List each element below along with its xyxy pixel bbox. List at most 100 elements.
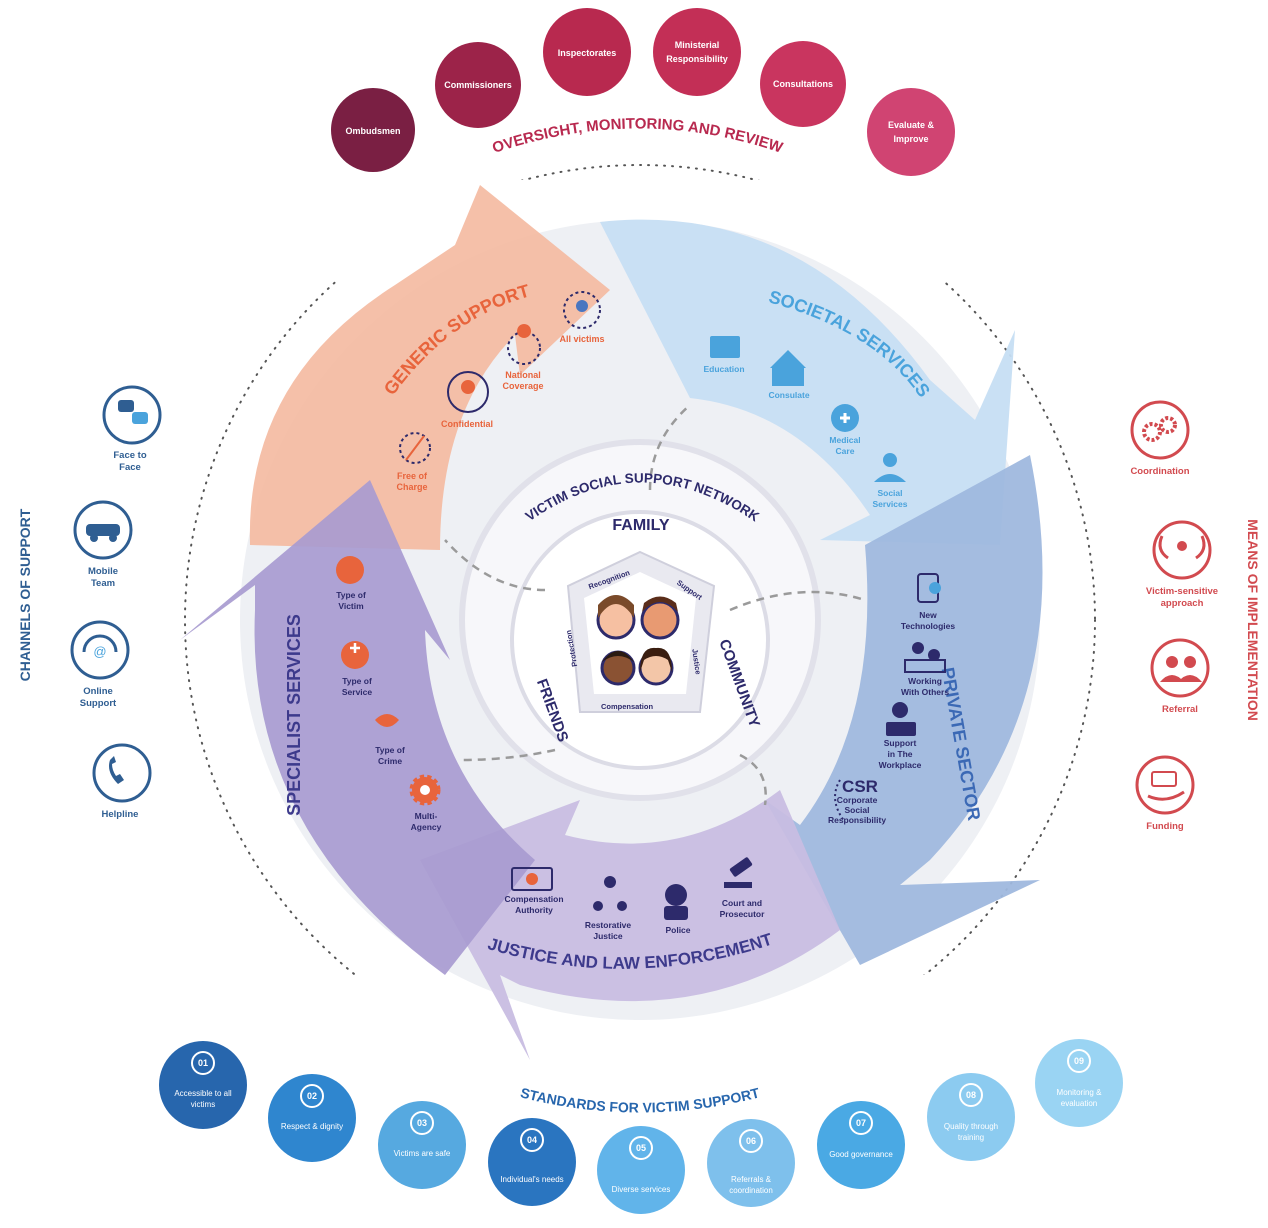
private-label-support: Support: [884, 738, 917, 748]
standard-num-07: 07: [856, 1118, 866, 1128]
confidential-icon: [447, 371, 489, 413]
dashed-connectors: [444, 404, 866, 806]
oversight-bubble-commissioners: [435, 42, 521, 128]
police-icon: [665, 884, 687, 906]
specialist-label-type-victim-2: Victim: [338, 601, 364, 611]
gavel-icon: [729, 857, 753, 877]
standard-label-03: Victims are safe: [394, 1149, 451, 1158]
private-label-csr: CSR: [842, 777, 878, 796]
oversight-title: OVERSIGHT, MONITORING AND REVIEW: [490, 115, 785, 156]
phone-icon: [92, 743, 152, 803]
standard-num-08: 08: [966, 1090, 976, 1100]
consulate-icon: [770, 350, 806, 368]
oversight-bubble-evaluate: [867, 88, 955, 176]
standards-number-rings: [191, 1049, 1091, 1160]
oversight-bubble-consultations: [760, 41, 846, 127]
private-label-with-others: With Others: [901, 687, 949, 697]
oversight-bubbles: [331, 8, 955, 176]
generic-label-charge: Charge: [396, 482, 427, 492]
type-of-crime-icon: [375, 714, 399, 727]
workplace-icon: [892, 702, 908, 718]
free-of-charge-icon: [399, 432, 431, 464]
oversight-label-2: Commissioners: [444, 80, 512, 90]
justice-label-restorative: Restorative: [585, 920, 632, 930]
standard-label-06b: coordination: [729, 1186, 773, 1195]
oversight-label-4b: Responsibility: [666, 54, 728, 64]
societal-label-care: Care: [836, 446, 855, 456]
channel-glyphs: @: [82, 400, 148, 784]
justice-icons: [511, 857, 753, 920]
working-with-others-icon: [912, 642, 924, 654]
societal-label-social: Social: [877, 488, 902, 498]
standard-bubble-09: [1035, 1039, 1123, 1127]
specialist-icons: [336, 556, 441, 806]
standard-label-01a: Accessible to all: [174, 1089, 232, 1098]
generic-label-all-victims: All victims: [559, 334, 604, 344]
societal-label-medical: Medical: [829, 435, 860, 445]
oversight-bubble-ministerial: [653, 8, 741, 96]
oversight-label-6a: Evaluate &: [888, 120, 935, 130]
specialist-label-type-service-2: Service: [342, 687, 373, 697]
means-label-referral: Referral: [1162, 704, 1198, 715]
generic-label-national: National: [505, 370, 541, 380]
compensation-icon: [511, 867, 553, 891]
standard-num-03: 03: [417, 1118, 427, 1128]
pentagon-justice: Justice: [690, 648, 703, 675]
channel-label-face: Face: [119, 462, 141, 473]
channel-label-support: Support: [80, 698, 117, 709]
means-label-approach: approach: [1161, 598, 1204, 609]
channel-circles: [70, 385, 162, 803]
standard-label-04: Individual's needs: [500, 1175, 563, 1184]
oversight-bubble-inspectorates: [543, 8, 631, 96]
societal-icons: [710, 336, 906, 482]
means-glyphs: [1142, 416, 1206, 801]
csr-arc-icon: [834, 779, 846, 823]
justice-label-police: Police: [665, 925, 690, 935]
specialist-services-arrow: [180, 480, 535, 975]
standard-num-02: 02: [307, 1091, 317, 1101]
standard-label-09b: evaluation: [1061, 1099, 1097, 1108]
type-of-victim-icon: [336, 556, 364, 584]
standard-label-01b: victims: [191, 1100, 215, 1109]
specialist-label-type-crime-1: Type of: [375, 745, 405, 755]
oversight-label-3: Inspectorates: [558, 48, 617, 58]
all-victims-icon: [563, 291, 601, 329]
restorative-justice-icon: [604, 876, 616, 888]
standard-bubble-03: [378, 1101, 466, 1189]
generic-support-arrow: [249, 185, 610, 550]
private-label-technologies: Technologies: [901, 621, 955, 631]
oversight-label-5: Consultations: [773, 79, 833, 89]
standard-label-07: Good governance: [829, 1150, 893, 1159]
standard-bubble-02: [268, 1074, 356, 1162]
pentagon-inner: [584, 572, 696, 694]
people-icon: [1150, 638, 1210, 698]
private-label-responsibility: Responsibility: [828, 815, 886, 825]
standard-bubble-07: [817, 1101, 905, 1189]
generic-label-free: Free of: [397, 471, 428, 481]
means-label-coordination: Coordination: [1130, 466, 1189, 477]
standard-label-09a: Monitoring &: [1057, 1088, 1103, 1097]
oversight-bubble-ombudsmen: [331, 88, 415, 172]
justice-label-justice: Justice: [593, 931, 623, 941]
headset-icon: [70, 620, 130, 680]
specialist-label-agency: Agency: [411, 822, 442, 832]
standard-num-09: 09: [1074, 1056, 1084, 1066]
generic-icons: [399, 291, 601, 464]
standard-bubble-06: [707, 1119, 795, 1207]
justice-label-court: Court and: [722, 898, 762, 908]
standard-num-05: 05: [636, 1143, 646, 1153]
channel-label-online: Online: [83, 686, 113, 697]
standard-bubble-04: [488, 1118, 576, 1206]
oversight-label-4a: Ministerial: [675, 40, 720, 50]
standard-num-04: 04: [527, 1135, 537, 1145]
oversight-label-1: Ombudsmen: [345, 126, 400, 136]
standard-label-06a: Referrals &: [731, 1175, 772, 1184]
means-title: MEANS OF IMPLEMENTATION: [1245, 519, 1261, 721]
generic-label-confidential: Confidential: [441, 419, 493, 429]
private-icons: [886, 573, 946, 736]
education-icon: [710, 336, 740, 358]
faces-icon: [596, 595, 680, 686]
standard-label-08a: Quality through: [944, 1122, 998, 1131]
